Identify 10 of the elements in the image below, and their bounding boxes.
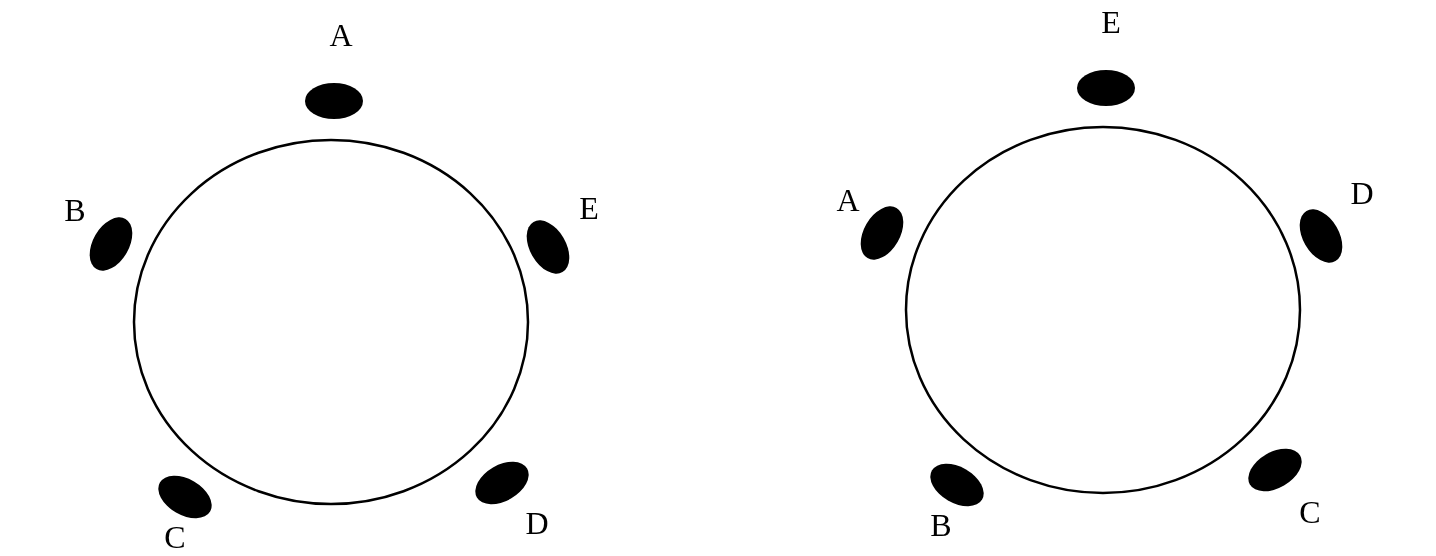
seat-label: E <box>579 192 599 224</box>
seat-label: E <box>1101 6 1121 38</box>
seat-label: C <box>1299 496 1321 528</box>
seat-label: C <box>164 521 186 553</box>
seat-label: B <box>930 509 952 541</box>
seat-label: B <box>64 194 86 226</box>
seat-label: D <box>525 507 549 539</box>
seat-label: D <box>1350 177 1374 209</box>
seat-label: A <box>329 19 353 51</box>
seat-label: A <box>836 184 860 216</box>
